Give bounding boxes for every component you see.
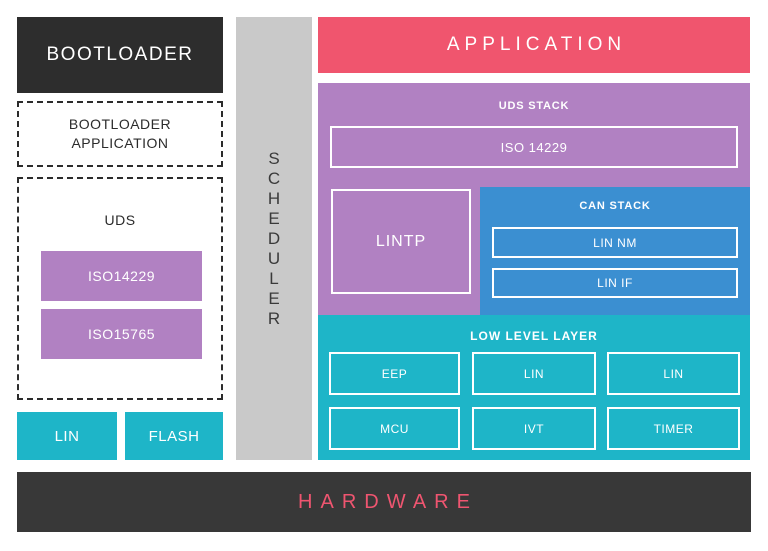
low-level-title: LOW LEVEL LAYER xyxy=(470,329,598,343)
iso14229-box: ISO 14229 xyxy=(330,126,738,168)
hardware-bar: HARDWARE xyxy=(17,472,751,532)
lin-box-1: LIN xyxy=(472,352,596,395)
scheduler-letter: D xyxy=(267,228,281,248)
bootloader-block: BOOTLOADER xyxy=(17,17,223,93)
application-block: APPLICATION xyxy=(318,17,750,73)
bootloader-application-line2: APPLICATION xyxy=(71,135,169,151)
scheduler-letter: L xyxy=(269,268,279,288)
eep-box: EEP xyxy=(329,352,460,395)
scheduler-letter: E xyxy=(268,288,280,308)
iso15765-item: ISO15765 xyxy=(41,309,202,359)
scheduler-letter: H xyxy=(267,188,281,208)
low-level-block: LOW LEVEL LAYER EEP LIN LIN MCU IVT TIME… xyxy=(318,315,750,460)
bootloader-application-line1: BOOTLOADER xyxy=(68,116,172,132)
ivt-box: IVT xyxy=(472,407,596,450)
iso14229-item: ISO14229 xyxy=(41,251,202,301)
scheduler-bar: S C H E D U L E R xyxy=(236,17,312,460)
timer-box: TIMER xyxy=(607,407,740,450)
uds-stack-title: UDS STACK xyxy=(498,100,570,112)
lin-nm-box: LIN NM xyxy=(492,227,738,258)
scheduler-letter: U xyxy=(267,248,281,268)
flash-block: FLASH xyxy=(125,412,223,460)
uds-block: UDS ISO14229 ISO15765 xyxy=(17,177,223,400)
bootloader-application-block: BOOTLOADER APPLICATION xyxy=(17,101,223,167)
can-stack-block: CAN STACK LIN NM LIN IF xyxy=(480,187,750,315)
lintp-box: LINTP xyxy=(331,189,471,294)
scheduler-letter: C xyxy=(267,168,281,188)
scheduler-letter: R xyxy=(267,308,281,328)
can-stack-title: CAN STACK xyxy=(579,200,651,212)
scheduler-letter: S xyxy=(268,148,280,168)
lin-block: LIN xyxy=(17,412,117,460)
lin-if-box: LIN IF xyxy=(492,268,738,298)
lin-box-2: LIN xyxy=(607,352,740,395)
uds-label: UDS xyxy=(104,212,136,228)
mcu-box: MCU xyxy=(329,407,460,450)
scheduler-letter: E xyxy=(268,208,280,228)
